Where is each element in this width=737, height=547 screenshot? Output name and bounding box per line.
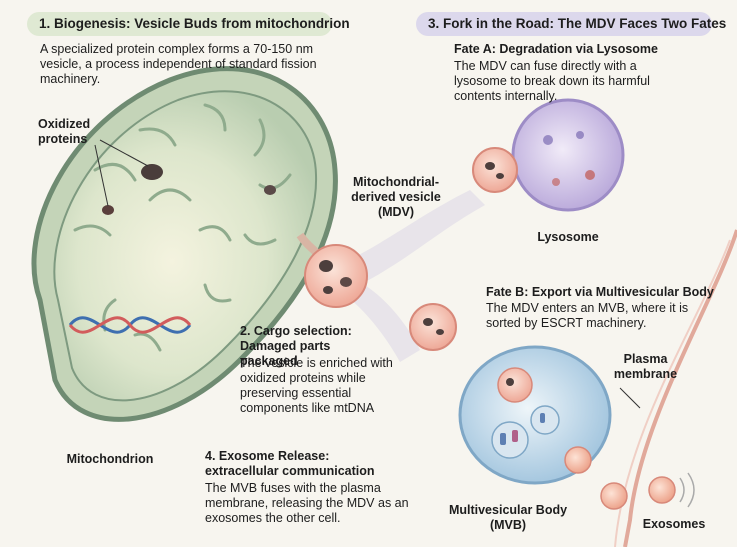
mdv-label: Mitochondrial-derived vesicle (MDV) bbox=[351, 175, 441, 219]
step1-title: 1. Biogenesis: Vesicle Buds from mitocho… bbox=[27, 12, 350, 36]
step2-body: The vesicle is enriched with oxidized pr… bbox=[240, 356, 393, 415]
mitochondrion-label: Mitochondrion bbox=[66, 452, 154, 466]
step3-title: 3. Fork in the Road: The MDV Faces Two F… bbox=[416, 12, 726, 36]
fate-a-body: The MDV can fuse directly with a lysosom… bbox=[454, 59, 650, 103]
mvb-label: Multivesicular Body (MVB) bbox=[448, 503, 568, 532]
step1-body: A specialized protein complex forms a 70… bbox=[40, 42, 317, 86]
oxidized-leader-line-1 bbox=[99, 139, 149, 167]
step4-title: 4. Exosome Release: extracellular commun… bbox=[205, 449, 375, 478]
pathway-band-upper bbox=[345, 190, 485, 282]
step4-body: The MVB fuses with the plasma membrane, … bbox=[205, 481, 409, 525]
plasma-leader-line bbox=[619, 387, 641, 409]
fate-b-body: The MDV enters an MVB, where it is sorte… bbox=[486, 301, 689, 330]
plasma-membrane bbox=[623, 229, 737, 547]
pathway-band-lower bbox=[345, 282, 420, 362]
fate-a-title: Fate A: Degradation via Lysosome bbox=[454, 42, 658, 56]
exosomes-label: Exosomes bbox=[642, 517, 706, 531]
lysosome-label: Lysosome bbox=[537, 230, 599, 244]
step2-title: 2. Cargo selection: Damaged parts packag… bbox=[240, 324, 352, 368]
fate-b-title: Fate B: Export via Multivesicular Body bbox=[486, 285, 714, 299]
mvb-illustration bbox=[458, 345, 612, 485]
plasma-membrane-label: Plasma membrane bbox=[613, 352, 678, 381]
lysosome-illustration bbox=[472, 98, 625, 212]
oxidized-leader-line-2 bbox=[94, 144, 109, 207]
mdv-vesicle bbox=[304, 244, 368, 308]
exosomes-illustration bbox=[600, 472, 695, 510]
mdv-vesicle-2 bbox=[409, 303, 457, 351]
mitochondrion-illustration bbox=[31, 66, 338, 422]
oxidized-proteins-label: Oxidized proteins bbox=[38, 117, 91, 146]
